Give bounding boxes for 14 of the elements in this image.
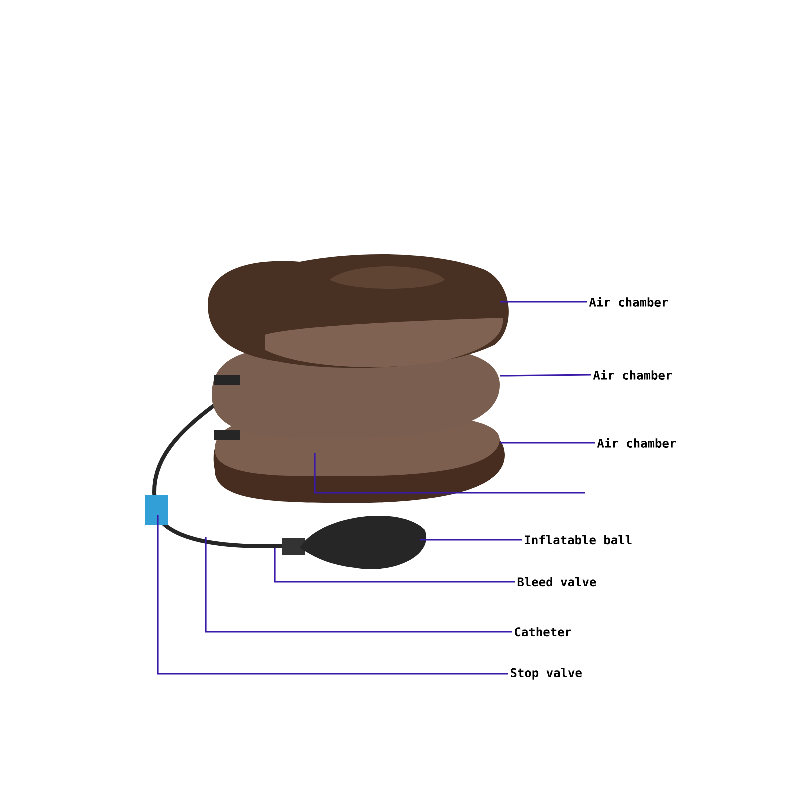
part-label: Inflatable ball — [525, 535, 632, 545]
leader-line — [420, 539, 522, 541]
leader-line — [500, 301, 587, 303]
part-label: Air chamber — [593, 370, 672, 380]
leader-line — [500, 442, 595, 444]
leader-line — [205, 537, 512, 633]
part-label: Air chamber — [597, 438, 676, 448]
part-label: Air chamber — [589, 297, 668, 307]
part-label: Bleed valve — [518, 577, 596, 587]
leader-line — [157, 515, 508, 675]
leader-line — [500, 374, 592, 377]
leader-line — [274, 548, 515, 583]
part-label: Stop valve — [510, 668, 582, 680]
part-label: Catheter — [515, 627, 572, 637]
